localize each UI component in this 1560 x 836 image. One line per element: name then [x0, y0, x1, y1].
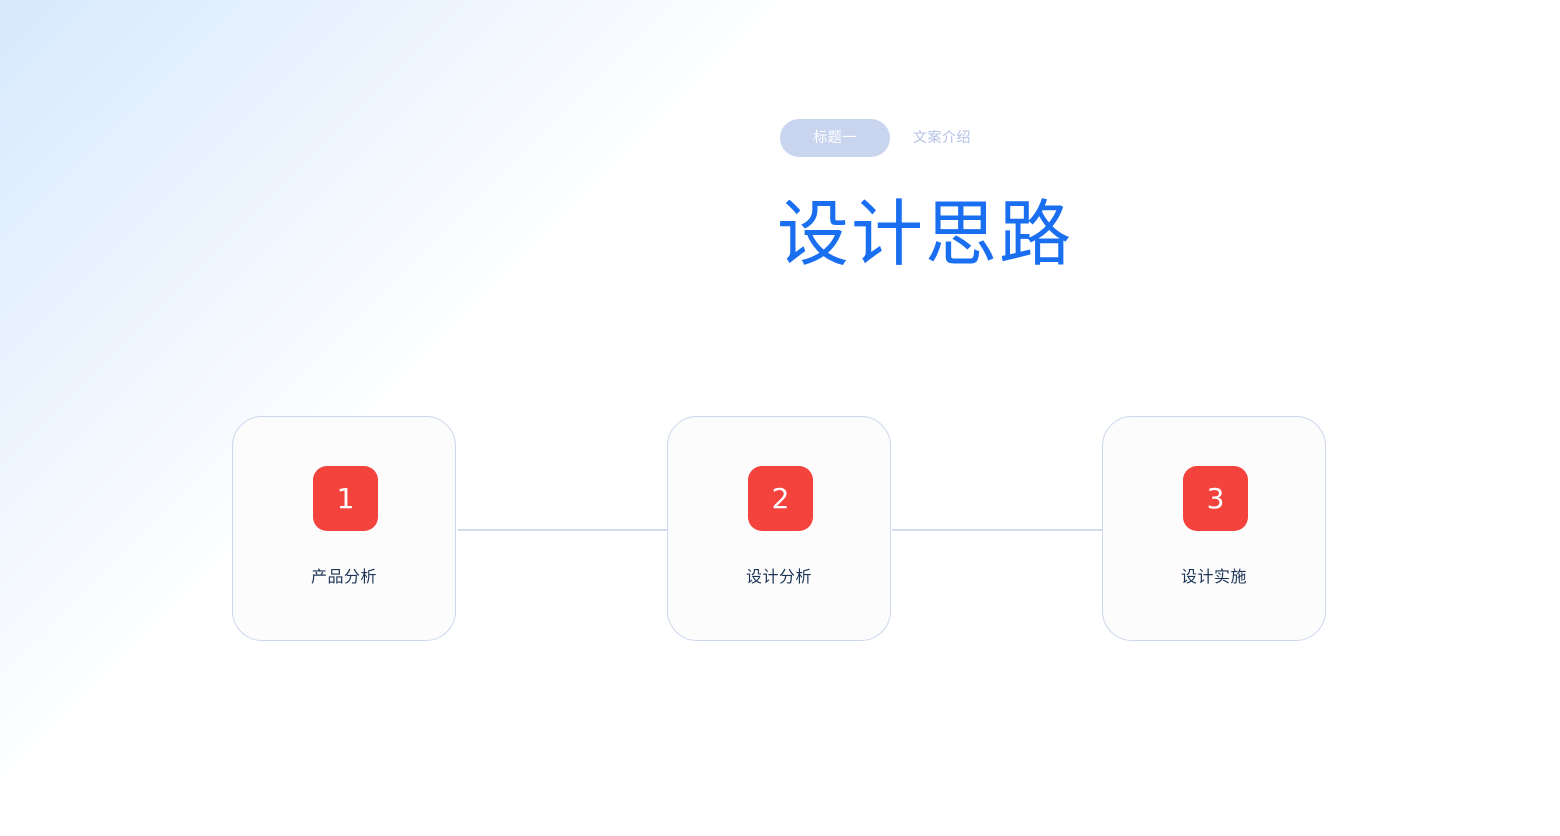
section-tag: 标题一 — [780, 119, 890, 157]
step-number-badge: 2 — [748, 466, 813, 531]
step-card-1: 1 产品分析 — [232, 416, 456, 641]
step-connector-1-2 — [458, 529, 667, 531]
section-intro: 文案介绍 — [913, 130, 971, 146]
step-label: 产品分析 — [310, 567, 377, 586]
step-connector-2-3 — [892, 529, 1102, 531]
step-number-badge: 3 — [1183, 466, 1248, 531]
step-card-2: 2 设计分析 — [667, 416, 891, 641]
step-label: 设计实施 — [1180, 567, 1247, 586]
step-label: 设计分析 — [745, 567, 812, 586]
step-card-3: 3 设计实施 — [1102, 416, 1326, 641]
step-number-badge: 1 — [313, 466, 378, 531]
page-title: 设计思路 — [777, 192, 1074, 276]
